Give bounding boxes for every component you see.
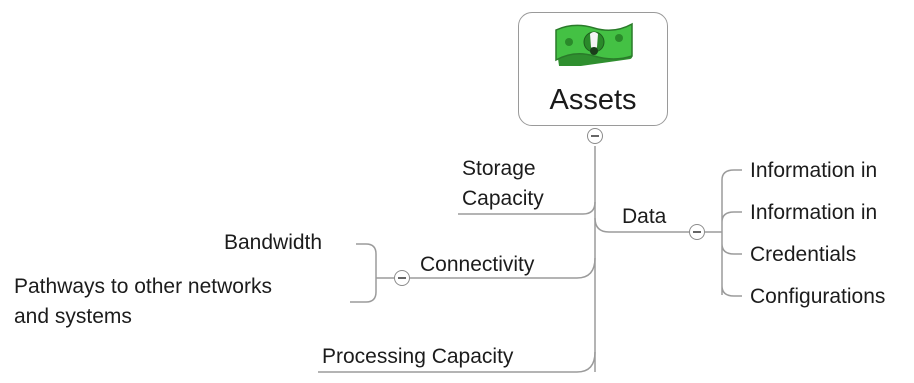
data-link <box>594 217 695 233</box>
storage-label-line1: Storage <box>462 157 536 180</box>
data-children-bracket <box>705 169 742 297</box>
data-child-4: Configurations <box>750 285 886 308</box>
connectivity-child-pathways-line1: Pathways to other networks <box>14 275 272 298</box>
connectivity-child-bandwidth: Bandwidth <box>224 231 323 254</box>
data-child-1: Information in <box>750 159 878 182</box>
storage-link <box>458 201 596 215</box>
connectivity-collapse-toggle[interactable] <box>394 270 410 286</box>
processing-label: Processing Capacity <box>322 345 514 368</box>
processing-link <box>318 351 596 373</box>
data-child-2: Information in <box>750 201 878 224</box>
root-label: Assets <box>549 84 637 116</box>
data-collapse-toggle[interactable] <box>689 224 705 240</box>
root-collapse-toggle[interactable] <box>587 128 603 144</box>
connectivity-link <box>410 257 596 279</box>
connectivity-label: Connectivity <box>420 253 535 276</box>
data-label: Data <box>622 205 667 228</box>
storage-label-line2: Capacity <box>462 187 544 210</box>
connectivity-child-pathways-line2: and systems <box>14 305 132 328</box>
connectivity-children-bracket <box>350 243 394 303</box>
money-bill-icon <box>555 22 633 66</box>
data-child-3: Credentials <box>750 243 857 266</box>
